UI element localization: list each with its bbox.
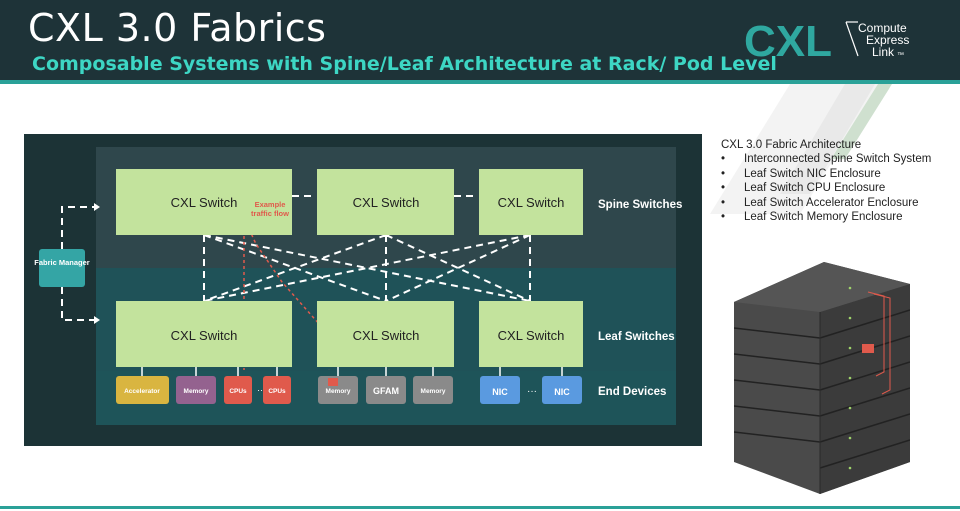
fabric-manager-box <box>39 249 85 287</box>
cxl-logo-mark: CXL <box>744 17 859 66</box>
spine-switch-2: CXL Switch <box>317 169 454 235</box>
traffic-note-line2: traffic flow <box>251 209 289 218</box>
switch-label: CXL Switch <box>498 328 565 343</box>
architecture-description: CXL 3.0 Fabric Architecture Interconnect… <box>721 139 956 225</box>
switch-label: CXL Switch <box>171 328 238 343</box>
device-connectors <box>141 367 563 376</box>
device-label: Memory <box>326 388 351 395</box>
device-label: Accelerator <box>124 388 160 395</box>
device-label: CPUs <box>229 388 247 395</box>
spine-switches-label: Spine Switches <box>598 199 682 211</box>
fabric-diagram: Fabric Manager CXL Switch CXL Switch CXL… <box>24 134 702 446</box>
logo-line-express: Express <box>866 33 910 47</box>
device-memory-2: Memory <box>318 376 358 404</box>
footer-line <box>0 506 960 509</box>
device-label: NIC <box>554 387 570 397</box>
fabric-diagram-svg: Fabric Manager CXL Switch CXL Switch CXL… <box>34 147 682 425</box>
logo-line-link: Link <box>872 45 895 59</box>
device-label: GFAM <box>373 386 399 396</box>
switch-label: CXL Switch <box>353 195 420 210</box>
device-nic-1: NIC <box>480 376 520 404</box>
list-item: Leaf Switch Accelerator Enclosure <box>721 196 956 211</box>
description-list: Interconnected Spine Switch System Leaf … <box>721 152 956 225</box>
switch-label: CXL Switch <box>171 195 238 210</box>
switch-label: CXL Switch <box>498 195 565 210</box>
spine-switch-3: CXL Switch <box>479 169 583 235</box>
device-memory-3: Memory <box>413 376 453 404</box>
interconnect-lines <box>61 195 531 321</box>
device-accelerator: Accelerator <box>116 376 169 404</box>
svg-text:Fabric Manager: Fabric Manager <box>34 258 90 267</box>
leaf-switch-3: CXL Switch <box>479 301 583 367</box>
spine-switch-1: CXL Switch <box>116 169 292 235</box>
list-item: Leaf Switch CPU Enclosure <box>721 181 956 196</box>
device-cpus-2: CPUs <box>263 376 291 404</box>
device-label: Memory <box>184 388 209 395</box>
list-item: Interconnected Spine Switch System <box>721 152 956 167</box>
device-label: CPUs <box>268 388 286 395</box>
device-label: NIC <box>492 387 508 397</box>
traffic-note-line1: Example <box>255 200 286 209</box>
list-item: Leaf Switch NIC Enclosure <box>721 167 956 182</box>
cxl-logo: CXL Compute Express Link ™ <box>744 17 934 66</box>
list-item: Leaf Switch Memory Enclosure <box>721 210 956 225</box>
leaf-switch-2: CXL Switch <box>317 301 454 367</box>
header-stripe <box>0 80 960 84</box>
device-cpus-1: CPUs <box>224 376 252 404</box>
leaf-switch-1: CXL Switch <box>116 301 292 367</box>
ellipsis: ··· <box>527 386 537 397</box>
logo-line-compute: Compute <box>858 21 907 35</box>
device-memory: Memory <box>176 376 216 404</box>
cxl-logo-letters: CXL <box>744 18 832 62</box>
leaf-switches-label: Leaf Switches <box>598 331 675 343</box>
device-label: Memory <box>421 388 446 395</box>
slide-header <box>0 0 960 80</box>
slide-subtitle: Composable Systems with Spine/Leaf Archi… <box>32 53 777 75</box>
device-nic-2: NIC <box>542 376 582 404</box>
device-gfam: GFAM <box>366 376 406 404</box>
rack-illustration <box>734 262 910 494</box>
logo-trademark: ™ <box>897 52 904 59</box>
end-devices-label: End Devices <box>598 386 666 398</box>
ellipsis: ··· <box>257 385 266 395</box>
description-title: CXL 3.0 Fabric Architecture <box>721 139 862 151</box>
switch-label: CXL Switch <box>353 328 420 343</box>
fabric-manager-label: Fabric Manager <box>34 258 90 267</box>
slide-title: CXL 3.0 Fabrics <box>28 6 327 50</box>
